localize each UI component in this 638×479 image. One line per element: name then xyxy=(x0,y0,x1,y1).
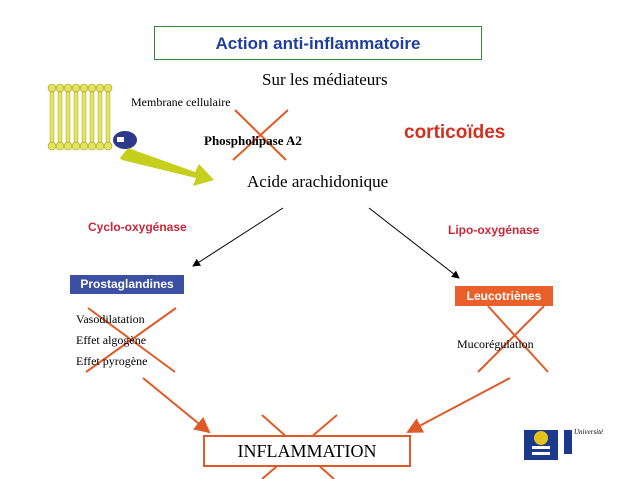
membrane-label: Membrane cellulaire xyxy=(131,95,231,109)
cross-leucotriene-effects xyxy=(477,305,549,373)
prostaglandine-effects: Vasodilatation Effet algogène Effet pyro… xyxy=(76,309,147,372)
effect-item: Effet pyrogène xyxy=(76,354,148,368)
arrow-to-leucotrienes xyxy=(368,207,460,279)
enzyme-phospholipase: Phospholipase A2 xyxy=(204,133,302,148)
substrate-label: Acide arachidonique xyxy=(247,172,389,191)
drug-label: corticoïdes xyxy=(404,122,506,143)
cross-prostaglandine-effects xyxy=(85,307,177,373)
arrow-to-prostaglandines xyxy=(192,207,284,267)
outcome-label: INFLAMMATION xyxy=(237,441,377,461)
inflammation-box xyxy=(203,435,411,467)
logo-icon xyxy=(524,430,572,460)
logo-text: Université xyxy=(574,428,604,436)
enzyme-cyclooxygenase: Cyclo-oxygénase xyxy=(88,220,187,234)
page-title: Action anti-inflammatoire xyxy=(215,34,421,53)
subtitle: Sur les médiateurs xyxy=(262,70,388,89)
effect-item: Vasodilatation xyxy=(76,312,145,326)
arrow-right-to-inflammation xyxy=(406,377,511,433)
title-box xyxy=(154,26,482,60)
cross-phospholipase xyxy=(232,109,289,161)
university-logo: Université xyxy=(522,424,622,464)
effect-item: Mucorégulation xyxy=(457,337,534,351)
protein-icon xyxy=(113,131,137,149)
product-prostaglandines: Prostaglandines xyxy=(70,275,184,294)
arrow-left-to-inflammation xyxy=(142,377,211,434)
product-leucotrienes: Leucotriènes xyxy=(455,286,553,306)
big-arrow-icon xyxy=(120,148,214,186)
effect-item: Effet algogène xyxy=(76,333,147,347)
membrane-illustration xyxy=(47,82,137,152)
enzyme-lipooxygenase: Lipo-oxygénase xyxy=(448,223,540,237)
